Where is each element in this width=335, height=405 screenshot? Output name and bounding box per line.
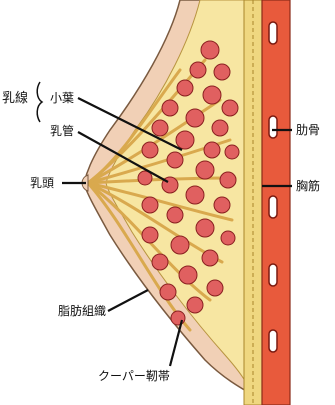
rib-1 — [269, 22, 277, 44]
rib-2 — [269, 116, 277, 138]
rib-5 — [269, 330, 277, 352]
fatty-tissue-region — [106, 0, 255, 405]
label-nipple: 乳頭 — [30, 177, 54, 189]
label-lobule: 小葉 — [50, 92, 74, 104]
rib-3 — [269, 196, 277, 218]
label-rib: 肋骨 — [296, 124, 320, 136]
label-pectoral-muscle: 胸筋 — [296, 180, 320, 192]
label-fat-tissue: 脂肪組織 — [58, 305, 106, 317]
rib-4 — [269, 264, 277, 286]
label-duct: 乳管 — [50, 125, 74, 137]
label-mammary-gland: 乳線 — [2, 92, 28, 105]
mammary-gland-brace — [37, 82, 42, 122]
label-cooper-ligament: クーパー靭帯 — [98, 370, 170, 382]
